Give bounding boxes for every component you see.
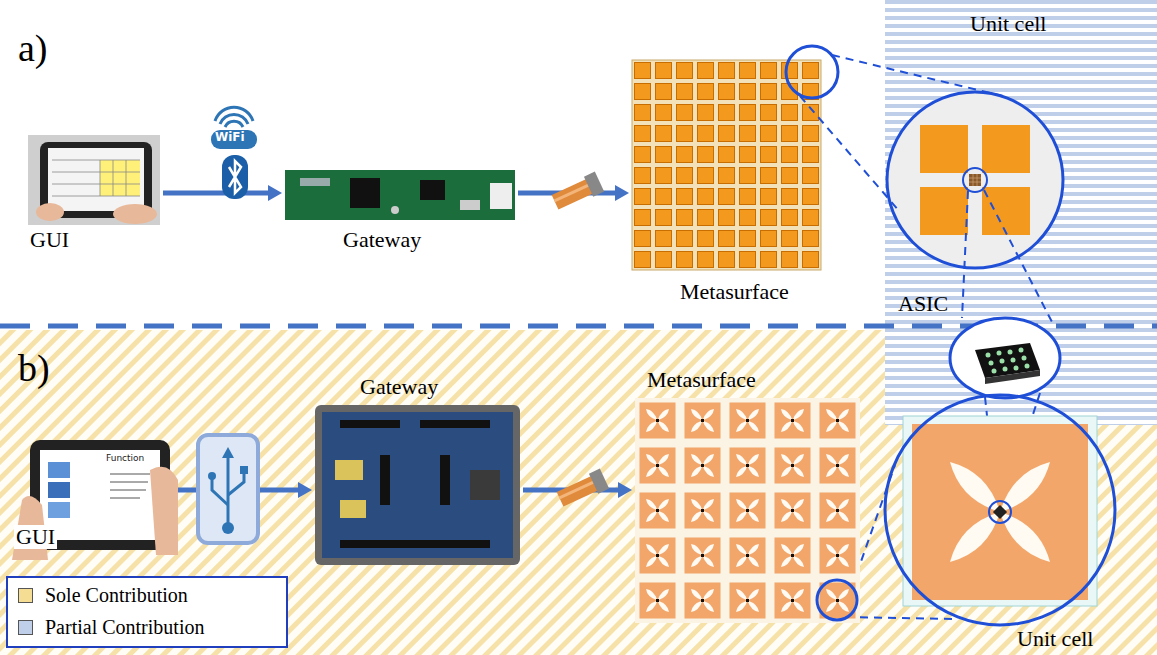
legend-row: Sole Contribution [18, 584, 188, 606]
node-label: GUI [14, 525, 57, 549]
node-label: Unit cell [970, 12, 1046, 36]
wifi-icon [211, 107, 257, 149]
gui-image: GUI [28, 135, 160, 225]
gateway-board [315, 405, 520, 565]
wifi-text: WiFi [215, 131, 245, 144]
ribbon-cable [555, 469, 609, 510]
unit-cell-drawing [887, 92, 1063, 268]
node-label: Metasurface [680, 280, 789, 304]
arrow-head [615, 185, 629, 201]
legend-text: Partial Contribution [45, 616, 204, 638]
arrow-head [298, 482, 312, 498]
panel-letter: b) [18, 348, 50, 390]
asic-chip [950, 318, 1060, 398]
label-holder: WiFi [215, 131, 245, 144]
node-label: GUI [30, 228, 69, 252]
arrow-head [618, 482, 632, 498]
tablet-photo [12, 440, 178, 560]
gui-image: GUI [10, 435, 175, 560]
node-label: Unit cell [1017, 627, 1093, 651]
legend-text: Sole Contribution [45, 584, 188, 606]
partial-region [885, 0, 1157, 425]
bluetooth-icon [222, 155, 248, 199]
unit-cell: Unit cell [885, 395, 1115, 625]
metasurface: Metasurface [635, 398, 860, 623]
label-holder: Function [106, 454, 144, 464]
label-holder: b) [18, 348, 50, 390]
ribbon-cable [550, 172, 604, 213]
legend-swatch [18, 588, 33, 603]
node-label: Gateway [343, 228, 421, 252]
label-holder: a) [18, 28, 48, 70]
legend-box: Sole ContributionPartial Contribution [6, 576, 288, 648]
legend-swatch [18, 620, 33, 635]
metasurface: Metasurface [632, 60, 822, 270]
asic-chip: ASIC [950, 318, 1060, 398]
legend-row: Partial Contribution [18, 616, 204, 638]
panel-letter: a) [18, 28, 48, 70]
metasurface-array [635, 398, 860, 623]
arrow-line [163, 191, 270, 196]
gateway-board: Gateway [285, 168, 515, 220]
zoom-circle [786, 46, 838, 98]
unit-cell-drawing [885, 395, 1115, 625]
zoom-circle [817, 580, 857, 620]
arrow-head [268, 185, 282, 201]
screen-text: Function [106, 454, 144, 464]
tablet-photo [28, 135, 160, 225]
unit-cell: Unit cell [887, 92, 1063, 268]
node-label: ASIC [898, 292, 948, 316]
gateway-board: Gateway [315, 405, 520, 565]
gateway-board [285, 170, 515, 220]
node-label: Gateway [360, 375, 438, 399]
usb-icon [198, 435, 258, 543]
node-label: Metasurface [647, 368, 756, 392]
